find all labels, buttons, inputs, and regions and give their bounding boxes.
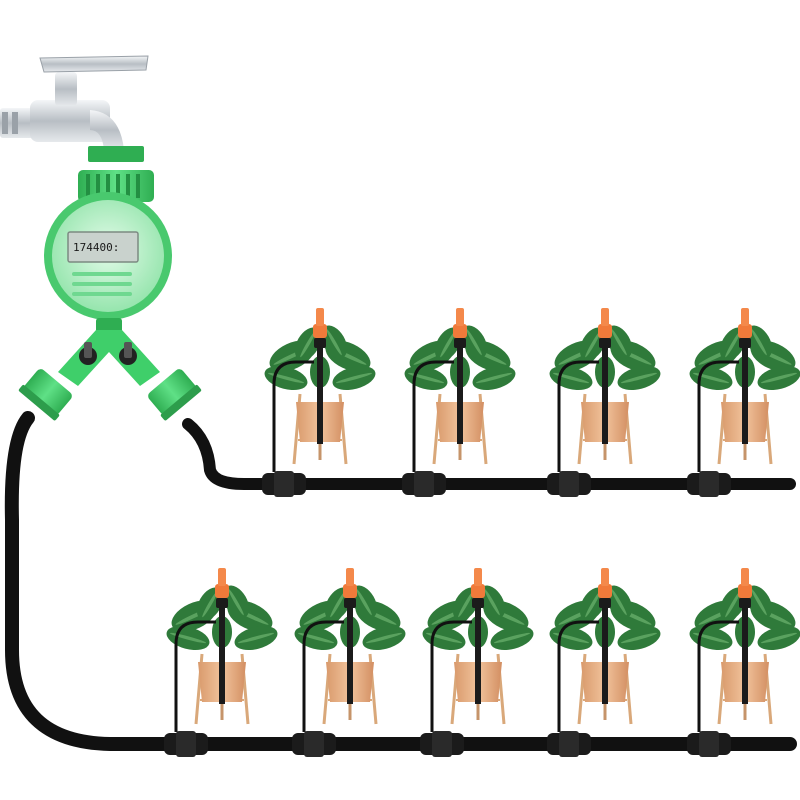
timer-lcd	[67, 231, 139, 263]
potted-plant-drip-unit	[262, 308, 376, 497]
y-splitter	[18, 330, 202, 421]
potted-plant-drip-unit	[687, 308, 800, 497]
potted-plant-drip-unit	[420, 568, 534, 757]
drip-nozzle	[738, 584, 752, 598]
drip-nozzle	[215, 584, 229, 598]
timer-display-text: 174400:	[73, 241, 119, 254]
potted-plant-drip-unit	[402, 308, 516, 497]
drip-nozzle	[343, 584, 357, 598]
plant-rows	[164, 308, 800, 757]
potted-plant-drip-unit	[547, 568, 661, 757]
drip-nozzle	[313, 324, 327, 338]
drip-nozzle	[598, 584, 612, 598]
drip-nozzle	[738, 324, 752, 338]
drip-nozzle	[471, 584, 485, 598]
potted-plant-drip-unit	[292, 568, 406, 757]
drip-nozzle	[598, 324, 612, 338]
faucet	[0, 55, 149, 150]
drip-nozzle	[453, 324, 467, 338]
main-hoses	[4, 411, 797, 751]
water-timer: 174400:	[44, 146, 172, 336]
potted-plant-drip-unit	[687, 568, 800, 757]
potted-plant-drip-unit	[164, 568, 278, 757]
potted-plant-drip-unit	[547, 308, 661, 497]
